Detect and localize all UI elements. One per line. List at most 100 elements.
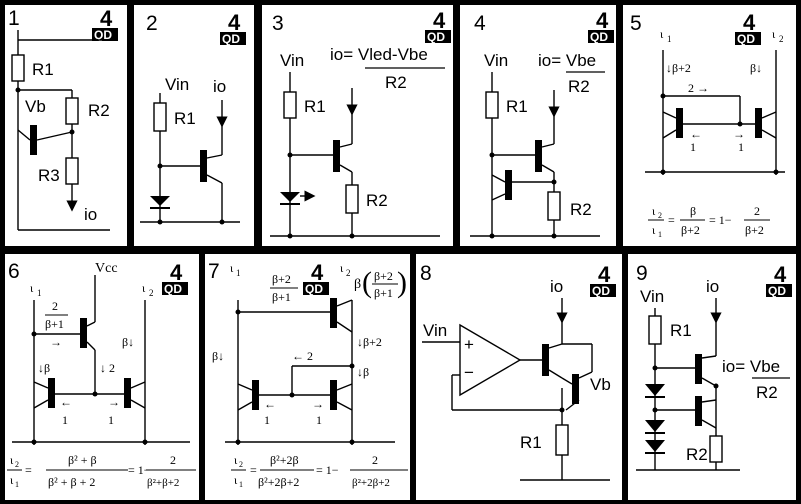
resistor-r3 [65,157,79,185]
panel-7: 7 ι 1 β+2 β+1 ι 2 β ( β+2 β+1 ) ↓β+2 ↓β … [208,260,408,489]
frac-bottom: β+1 [272,290,291,304]
eq-right: = 1− [709,213,732,227]
panel-number: 3 [272,12,284,35]
eq-right-bottom: β²+β+2 [147,477,179,489]
panel-5-bg [623,5,796,246]
label-i1-sub: 1 [37,288,42,298]
panel-1: 1 R1 Vb R2 R3 io [8,6,118,231]
eq-bottom: β² + β + 2 [48,475,95,489]
diode [150,196,170,206]
op-amp [459,323,522,397]
paren-bottom: β+1 [374,286,393,300]
svg-text:→: → [108,395,120,409]
label-i2: ι [142,281,146,295]
label-i1: ι [230,261,234,275]
transistor-q2 [535,140,542,172]
label-i2: ι [340,261,344,275]
frac-top: 2 [52,299,58,313]
label-vb: Vb [590,375,611,394]
eq-top: β² + β [68,453,97,467]
eq-lhs-top-sub: 2 [658,211,662,220]
svg-text:→: → [733,127,745,141]
label-two: 2 → [688,81,709,95]
transistor-q1 [30,125,37,155]
eq-right: = 1− [128,463,151,477]
transistor-q1 [200,150,207,182]
transistor-q2 [572,374,579,404]
transistor-q1 [505,170,512,200]
panel-4: 4 Vin io= Vbe R2 R1 R2 [470,8,614,239]
transistor-q1 [695,354,702,384]
panel-number: 8 [420,262,432,285]
label-beta-down: ↓β [357,365,369,379]
transistor-q2 [330,380,337,410]
label-one-left: 1 [62,413,68,427]
panel-5: 5 ι 1 ι 2 ↓β+2 β↓ 2 → ← → 1 1 ι 2 ι 1 = [630,10,785,239]
svg-text:2: 2 [15,460,19,469]
transistor-q1 [542,344,549,376]
label-two: ↓ 2 [100,361,115,375]
svg-text:2: 2 [239,460,243,469]
label-i1-sub: 1 [667,34,672,44]
svg-text:): ) [397,266,407,299]
eq-top: β²+2β [270,453,299,467]
label-beta-left: β↓ [212,349,224,363]
label-i1: ι [30,281,34,295]
resistor-r1 [555,424,569,456]
resistor-r1 [11,54,25,82]
transistor-q1 [48,378,55,408]
panel-9: 9 Vin io R1 io= Vbe R2 R2 [636,262,792,471]
label-r1: R1 [304,97,326,116]
label-minus: − [464,363,474,382]
label-r2: R2 [366,191,388,210]
label-i1: ι [660,27,664,41]
panel-number: 5 [630,12,642,35]
resistor-r2 [345,184,359,214]
panel-8: 8 io Vin + − Vb R1 [420,262,616,481]
transistor-q2 [124,378,131,408]
label-r1: R1 [32,60,54,79]
label-one-right: 1 [316,413,322,427]
svg-text:1: 1 [239,480,243,489]
panel-number: 2 [146,12,158,35]
svg-text:=: = [668,213,675,227]
svg-text:→: → [312,397,324,411]
frac-bottom: β+1 [45,317,64,331]
resistor-r1 [283,91,297,119]
formula-bottom: R2 [385,73,407,92]
label-io: io [213,77,226,96]
panel-3: 3 Vin io= Vled-Vbe R2 R1 R2 [270,8,451,239]
label-i2-sub: 2 [779,34,784,44]
label-vin: Vin [640,287,664,306]
transistor-q3 [330,298,337,328]
panel-4-bg [460,5,616,246]
led [280,192,300,202]
label-plus: + [464,335,474,354]
resistor-r1 [485,91,499,119]
diode-3 [645,440,665,452]
label-vin: Vin [423,321,447,340]
label-one-right: 1 [738,140,744,154]
label-beta-right: β↓ [122,335,134,349]
label-beta-left: ↓β [38,361,50,375]
label-r1: R1 [174,109,196,128]
label-one-left: 1 [264,413,270,427]
eq-mid-bottom: β+2 [681,223,700,237]
label-r1: R1 [670,321,692,340]
label-i1-sub: 1 [236,268,241,278]
svg-text:←: ← [690,127,702,141]
svg-text:β: β [354,277,361,292]
label-vcc: Vcc [95,261,118,276]
label-beta-plus-2: ↓β+2 [357,335,382,349]
label-r3: R3 [38,166,60,185]
label-vin: Vin [165,75,189,94]
panel-6: 6 Vcc ι 1 ι 2 2 β+1 → ↓β ↓ 2 β↓ ← → 1 1 [7,260,196,489]
label-i2: ι [772,27,776,41]
label-r1: R1 [506,97,528,116]
eq-right-bottom: β+2 [745,223,764,237]
label-vb: Vb [25,97,46,116]
resistor-r2 [65,97,79,125]
eq-right-bottom: β²+2β+2 [352,477,390,489]
label-vin: Vin [484,51,508,70]
